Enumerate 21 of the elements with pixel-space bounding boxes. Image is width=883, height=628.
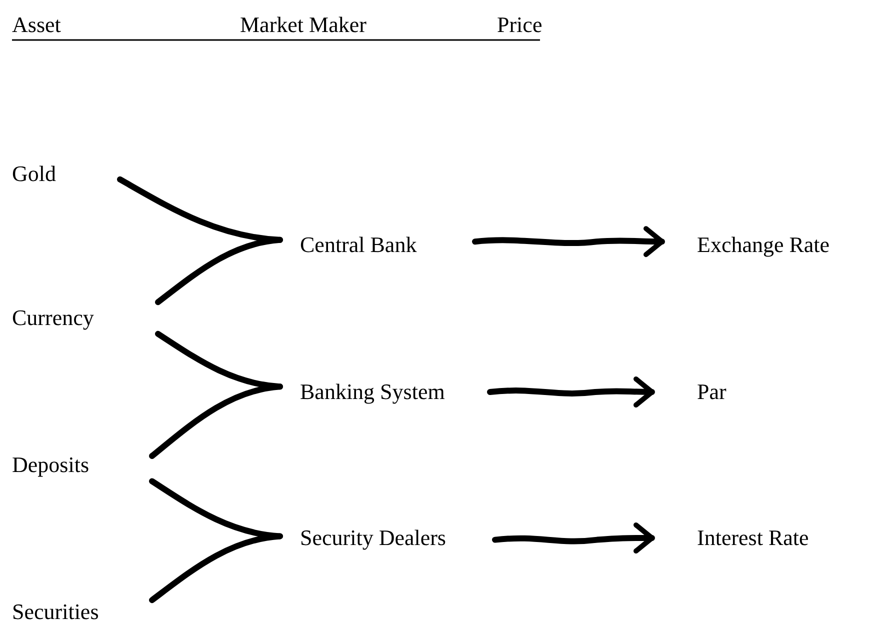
column-heading: Asset <box>12 12 61 38</box>
node-label: Deposits <box>12 447 152 483</box>
brace-line <box>149 384 283 459</box>
node-label: Par <box>652 374 732 410</box>
column-heading: Market Maker <box>240 12 366 38</box>
brace-line <box>149 478 283 540</box>
node-label: Exchange Rate <box>662 228 872 262</box>
node-label: Gold <box>12 156 120 192</box>
node-label: Security Dealers <box>280 520 495 556</box>
node-label: Securities <box>12 595 152 628</box>
node-label: Currency <box>12 300 158 336</box>
node-label: Banking System <box>280 374 490 410</box>
node-label: Central Bank <box>280 228 475 262</box>
arrow <box>492 522 655 554</box>
column-heading: Price <box>497 12 542 38</box>
arrow <box>487 376 655 408</box>
brace-line <box>155 236 283 306</box>
brace-line <box>149 533 283 604</box>
brace-line <box>117 176 283 243</box>
arrow <box>472 226 665 257</box>
node-label: Interest Rate <box>652 520 862 556</box>
